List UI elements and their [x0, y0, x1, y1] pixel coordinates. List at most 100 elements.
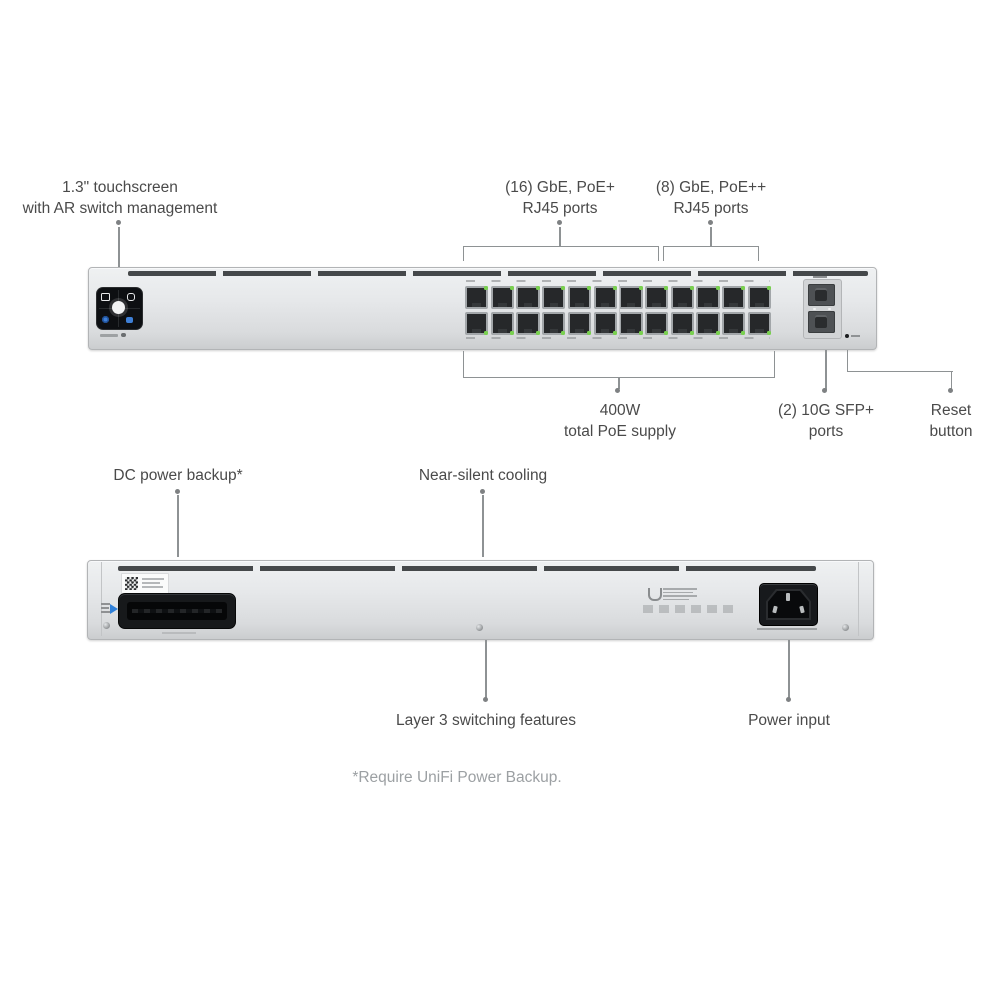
annotation-line — [559, 227, 561, 246]
rj45-port[interactable] — [722, 286, 746, 309]
poe-plus-annotation: (16) GbE, PoE+ RJ45 ports — [460, 177, 660, 219]
rj45-port[interactable] — [490, 312, 515, 335]
screen-network-icon — [102, 316, 109, 323]
poe-link-led — [535, 331, 540, 335]
poe-link-led — [638, 286, 643, 290]
poe-link-led — [741, 331, 746, 335]
chassis-screw — [103, 622, 110, 629]
footnote: *Require UniFi Power Backup. — [352, 769, 562, 786]
rj45-port[interactable] — [670, 312, 694, 335]
regulatory-marks — [643, 605, 735, 613]
rj45-port[interactable] — [490, 286, 515, 309]
rj45-port[interactable] — [619, 286, 643, 309]
port-number-labels-bottom — [466, 337, 770, 339]
screen-status-icon — [127, 293, 135, 301]
poe-link-led — [612, 286, 617, 290]
touchscreen-annotation-line2: with AR switch management — [22, 200, 218, 217]
screen-settings-icon — [126, 317, 133, 323]
poe-link-led — [664, 286, 669, 290]
rj45-port[interactable] — [593, 286, 617, 309]
regulatory-text-mark — [663, 591, 693, 593]
annotation-dot — [480, 489, 485, 494]
sfp-port-2[interactable] — [808, 311, 835, 333]
qr-code-icon — [125, 576, 138, 590]
rj45-port[interactable] — [516, 286, 540, 309]
poe-supply-annotation-line2: total PoE supply — [563, 423, 676, 440]
rj45-port[interactable] — [542, 312, 566, 335]
sfp-module-plate — [803, 279, 842, 339]
poe-link-led — [535, 286, 540, 290]
annotation-line — [118, 227, 120, 267]
annotation-line — [710, 227, 712, 246]
annotation-line — [482, 495, 484, 557]
rj45-port[interactable] — [670, 286, 694, 309]
rear-left-seam — [101, 562, 102, 636]
serial-qr-label — [121, 573, 169, 595]
dc-input-arrow-icon — [110, 604, 118, 614]
touchscreen-annotation: 1.3" touchscreen with AR switch manageme… — [0, 177, 240, 219]
rj45-column — [490, 286, 515, 335]
layer3-annotation: Layer 3 switching features — [395, 712, 577, 729]
rj45-port[interactable] — [747, 286, 772, 309]
annotation-line — [618, 377, 620, 389]
rj45-port[interactable] — [696, 286, 720, 309]
rj45-port[interactable] — [747, 312, 772, 335]
poe-link-led — [767, 331, 772, 335]
poe-link-led — [510, 331, 515, 335]
rj45-port[interactable] — [567, 286, 592, 309]
poe-link-led — [510, 286, 515, 290]
rj45-port[interactable] — [542, 286, 566, 309]
label-text-mark — [142, 578, 164, 580]
reset-button[interactable] — [845, 334, 849, 338]
poe-plus-annotation-line1: (16) GbE, PoE+ — [505, 179, 615, 196]
poe-supply-annotation: 400W total PoE supply — [520, 400, 720, 442]
annotation-dot — [557, 220, 562, 225]
rj45-port[interactable] — [465, 312, 489, 335]
poe-link-led — [484, 331, 489, 335]
ac-power-inlet[interactable] — [759, 583, 818, 626]
poe-link-led — [612, 331, 617, 335]
poe-plusplus-annotation-line2: RJ45 ports — [673, 200, 749, 217]
poe-link-led — [715, 286, 720, 290]
sfp-label-mark — [813, 276, 827, 278]
rj45-port[interactable] — [696, 312, 720, 335]
poe-plusplus-bracket — [663, 246, 759, 261]
poe-link-led — [689, 331, 694, 335]
poe-link-led — [767, 286, 772, 290]
poe-link-led — [561, 331, 566, 335]
rj45-port[interactable] — [619, 312, 643, 335]
poe-plusplus-annotation: (8) GbE, PoE++ RJ45 ports — [611, 177, 811, 219]
rj45-port[interactable] — [465, 286, 489, 309]
sfp-port-1[interactable] — [808, 284, 835, 306]
poe-plus-bracket — [463, 246, 659, 261]
poe-plusplus-annotation-line1: (8) GbE, PoE++ — [655, 179, 767, 196]
ground-pin — [786, 593, 790, 601]
chassis-screw — [842, 624, 849, 631]
rj45-column — [722, 286, 746, 335]
dc-power-backup-port[interactable] — [118, 593, 236, 629]
rj45-column — [542, 286, 566, 335]
rj45-port[interactable] — [644, 312, 669, 335]
rj45-port[interactable] — [722, 312, 746, 335]
poe-link-led — [715, 331, 720, 335]
poe-link-led — [587, 286, 592, 290]
label-text-mark — [142, 582, 160, 584]
chassis-screw — [476, 624, 483, 631]
poe-supply-bracket — [463, 351, 775, 378]
annotation-dot — [948, 388, 953, 393]
poe-plus-annotation-line2: RJ45 ports — [522, 200, 598, 217]
rj45-port[interactable] — [593, 312, 617, 335]
regulatory-text-mark — [663, 588, 697, 590]
annotation-dot — [708, 220, 713, 225]
rj45-column — [696, 286, 720, 335]
annotation-line — [825, 350, 827, 390]
rj45-port[interactable] — [567, 312, 592, 335]
rj45-port[interactable] — [516, 312, 540, 335]
rj45-port[interactable] — [644, 286, 669, 309]
annotation-line — [788, 640, 790, 698]
regulatory-text-mark — [663, 598, 689, 600]
ubiquiti-logo-icon — [648, 588, 662, 601]
sfp-led — [828, 307, 831, 310]
touchscreen[interactable] — [97, 288, 142, 329]
cooling-annotation: Near-silent cooling — [418, 467, 548, 484]
